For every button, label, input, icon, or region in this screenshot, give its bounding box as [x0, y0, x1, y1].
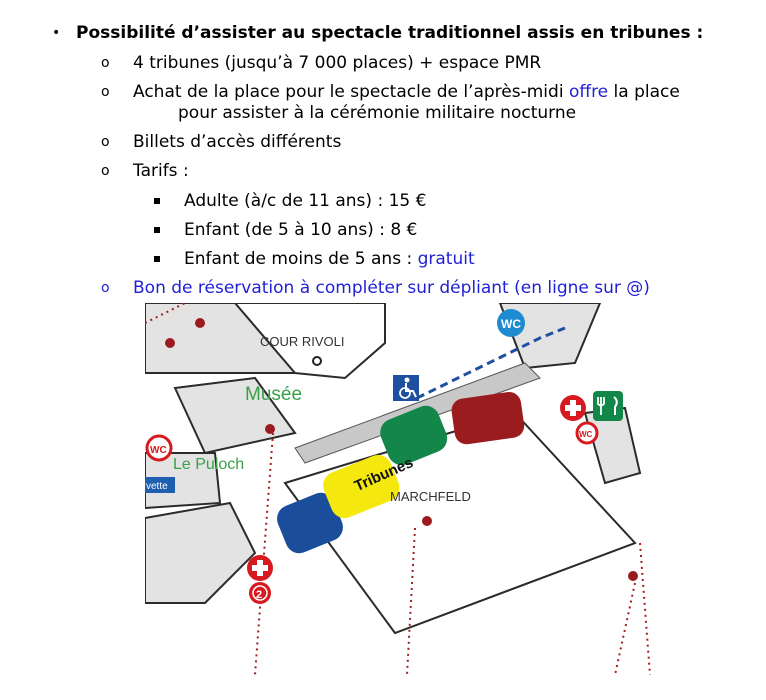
red-dots: [165, 318, 638, 581]
label-le-puloch: Le Puloch: [173, 456, 244, 473]
list-item: Tarifs :: [133, 161, 189, 181]
square-bullet: [154, 198, 160, 204]
pmr-path: [416, 326, 566, 400]
tarif-item: Enfant (de 5 à 10 ans) : 8 €: [184, 220, 418, 240]
building-puloch: [145, 452, 222, 510]
stand-green: [380, 405, 448, 466]
list-marker: o: [101, 134, 110, 150]
dotted-paths: [145, 303, 651, 675]
point-marker: [312, 356, 322, 366]
list-marker: o: [101, 163, 110, 179]
venue-map: COUR RIVOLI Musée Le Puloch MARCHFELD Tr…: [145, 303, 655, 675]
label-marchfeld: MARCHFELD: [390, 489, 471, 504]
square-bullet: [154, 227, 160, 233]
svg-text:2: 2: [256, 589, 262, 601]
tarif-item: Enfant de moins de 5 ans : gratuit: [184, 248, 475, 270]
highlight-gratuit: gratuit: [417, 249, 475, 269]
stand-blue: [277, 492, 343, 554]
reservation-link[interactable]: Bon de réservation à compléter sur dépli…: [133, 278, 650, 298]
list-marker: o: [101, 280, 110, 296]
list-item-continuation: pour assister à la cérémonie militaire n…: [178, 103, 577, 123]
wc-icon: WC: [575, 421, 599, 445]
list-marker: o: [101, 84, 110, 100]
building-cour: [233, 303, 386, 380]
tarif-item: Adulte (à/c de 11 ans) : 15 €: [184, 191, 427, 211]
list-item-text: la place: [608, 82, 680, 102]
wc-icon: WC: [145, 434, 173, 462]
label-cour-rivoli: COUR RIVOLI: [260, 334, 345, 349]
stand-red: [451, 392, 525, 445]
list-marker: o: [101, 55, 110, 71]
stand-yellow: [323, 455, 400, 519]
heading: Possibilité d’assister au spectacle trad…: [76, 23, 704, 43]
tarif-text: Enfant de moins de 5 ans :: [184, 249, 418, 269]
building-left-lower: [145, 501, 257, 604]
first-aid-icon: [247, 555, 273, 581]
svg-text:WC: WC: [579, 430, 593, 439]
wc-icon: WC: [497, 309, 525, 337]
restaurant-icon: [593, 391, 623, 421]
list-item-text: Achat de la place pour le spectacle de l…: [133, 82, 569, 102]
svg-text:WC: WC: [501, 317, 521, 331]
list-item: Achat de la place pour le spectacle de l…: [133, 81, 680, 103]
svg-text:vette: vette: [146, 481, 168, 492]
list-item: 4 tribunes (jusqu’à 7 000 places) + espa…: [133, 53, 542, 73]
square-bullet: [154, 256, 160, 262]
buvette-tag: vette: [145, 477, 175, 493]
buildings: [145, 303, 642, 604]
number-badge: 2: [249, 582, 271, 604]
list-item: Billets d’accès différents: [133, 132, 342, 152]
highlight-offre: offre: [568, 82, 609, 102]
svg-text:WC: WC: [150, 445, 167, 456]
label-musee: Musée: [245, 384, 302, 405]
first-aid-icon: [560, 395, 586, 421]
bullet-marker: •: [52, 25, 61, 41]
building-musee: [173, 376, 297, 455]
wheelchair-icon: [393, 375, 419, 401]
